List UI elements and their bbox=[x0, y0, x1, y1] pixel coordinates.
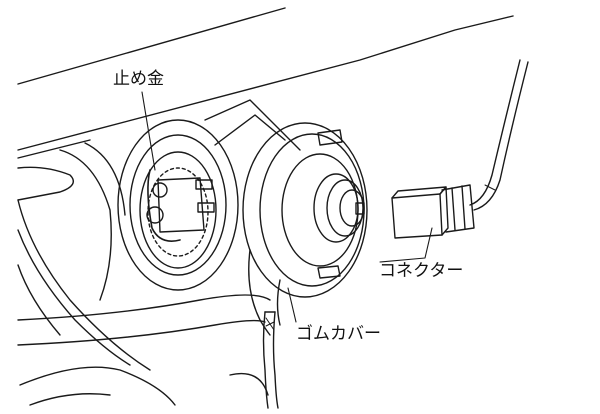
body-panel-lines bbox=[17, 7, 514, 159]
bulb-socket bbox=[117, 119, 239, 291]
housing-beams bbox=[204, 99, 301, 151]
connector-shape bbox=[391, 59, 529, 239]
harness-wires bbox=[262, 311, 279, 409]
rubber-cover bbox=[242, 122, 368, 336]
headlamp-housing bbox=[17, 142, 271, 406]
label-connector: コネクター bbox=[379, 261, 464, 281]
label-retaining-clip: 止め金 bbox=[113, 69, 164, 89]
leader-lines bbox=[141, 91, 433, 323]
label-rubber-cover: ゴムカバー bbox=[296, 324, 381, 344]
